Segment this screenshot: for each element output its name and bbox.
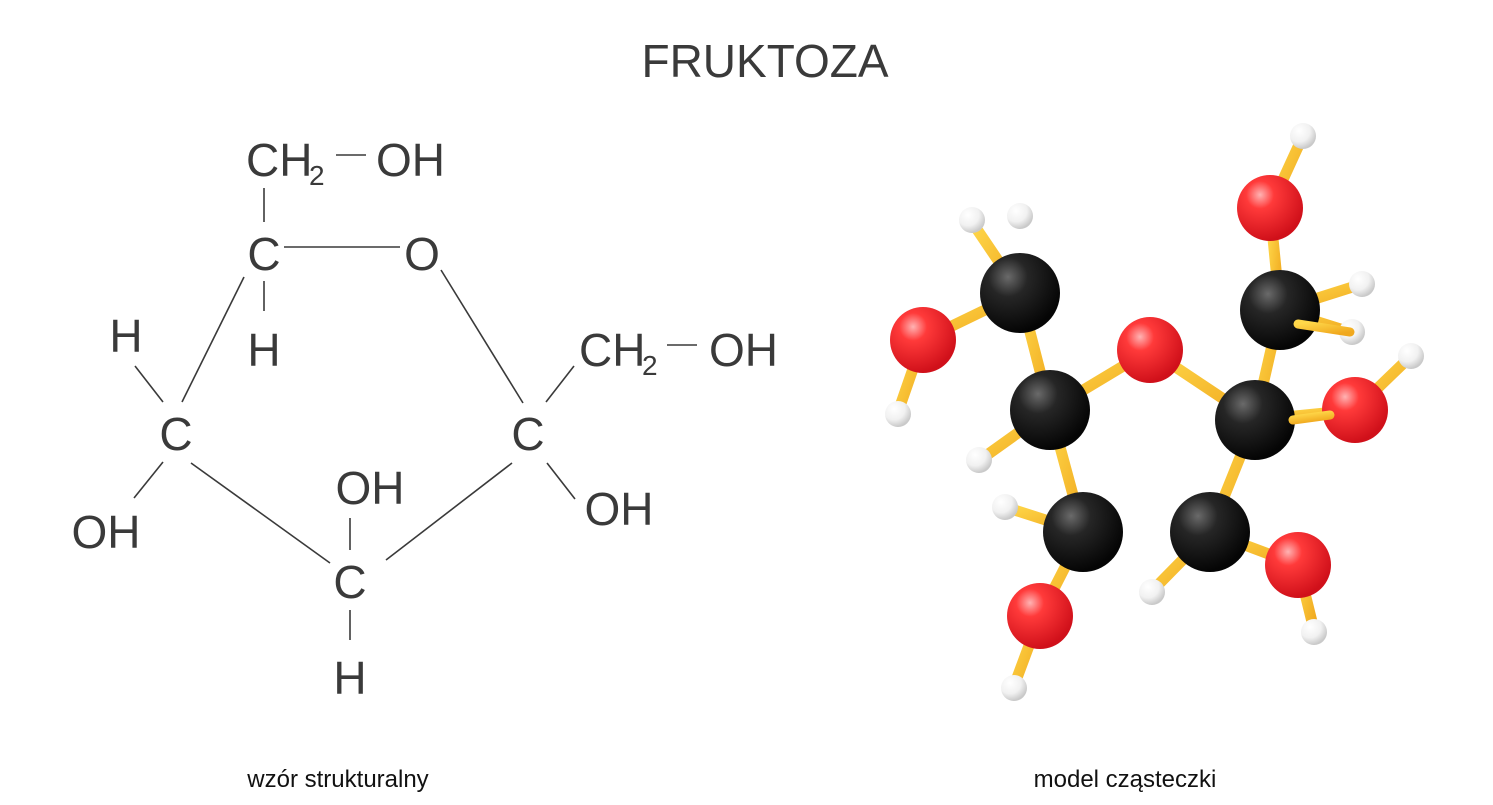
label-right-ch: CH: [579, 324, 645, 376]
label-top-oh: OH: [376, 134, 445, 186]
atom-h-ch2-2: [1007, 203, 1033, 229]
atom-c5: [1170, 492, 1250, 572]
atom-o-right: [1322, 377, 1388, 443]
atom-c1: [1010, 370, 1090, 450]
atom-h-right-ch2-1: [1349, 271, 1375, 297]
bond-c1-c2: [181, 276, 245, 403]
bond-c4-ch2: [545, 365, 575, 403]
atom-c-ch2-left: [980, 253, 1060, 333]
atom-h-c1: [966, 447, 992, 473]
atom-o-left: [890, 307, 956, 373]
label-ring-o: O: [404, 228, 440, 280]
front-stick-ch2-h: [1293, 319, 1355, 337]
atom-o-top: [1237, 175, 1303, 241]
label-top-ch: CH: [246, 134, 312, 186]
model-carbons: [980, 253, 1320, 572]
caption-molecule-model: model cząsteczki: [1034, 766, 1217, 793]
atom-c6: [1043, 492, 1123, 572]
atom-h-left-oh: [885, 401, 911, 427]
page-title: FRUKTOZA: [641, 35, 888, 87]
label-right-ch-sub: 2: [642, 350, 658, 381]
atom-h-c5: [1139, 579, 1165, 605]
atom-h-right-oh: [1398, 343, 1424, 369]
label-c2: C: [159, 408, 192, 460]
bond-c2-oh: [133, 461, 164, 499]
label-top-ch-sub: 2: [309, 160, 325, 191]
atom-o-c5: [1265, 532, 1331, 598]
structural-formula: CH 2 OH C O H H C OH OH C H C OH CH 2 OH…: [72, 134, 779, 793]
atom-h-c6: [992, 494, 1018, 520]
model-front-bonds: [1288, 319, 1355, 425]
atom-o-bottom: [1007, 583, 1073, 649]
atom-c4: [1215, 380, 1295, 460]
model-oxygens: [890, 175, 1388, 649]
label-c2-h: H: [109, 310, 142, 362]
label-c3: C: [333, 556, 366, 608]
atom-c-ch2-right: [1240, 270, 1320, 350]
atom-h-ch2-1: [959, 207, 985, 233]
label-c1-h: H: [247, 324, 280, 376]
atom-h-top-oh: [1290, 123, 1316, 149]
label-c3-h: H: [333, 652, 366, 704]
label-c2-oh: OH: [72, 506, 141, 558]
bond-ring-o-c4: [440, 269, 524, 404]
label-c1: C: [247, 228, 280, 280]
molecule-model: model cząsteczki: [885, 123, 1424, 793]
bond-c3-c4: [385, 462, 513, 561]
caption-structural-formula: wzór strukturalny: [246, 766, 428, 793]
atom-h-c5-oh: [1301, 619, 1327, 645]
bond-c4-oh: [546, 462, 576, 500]
label-right-oh: OH: [709, 324, 778, 376]
label-c4-oh: OH: [585, 483, 654, 535]
bond-c2-c3: [190, 462, 331, 564]
atom-h-bottom-oh: [1001, 675, 1027, 701]
label-c3-oh: OH: [336, 462, 405, 514]
front-stick-c4-o: [1288, 410, 1335, 425]
atom-o-ring: [1117, 317, 1183, 383]
bond-c2-h: [134, 365, 164, 403]
label-c4: C: [511, 408, 544, 460]
